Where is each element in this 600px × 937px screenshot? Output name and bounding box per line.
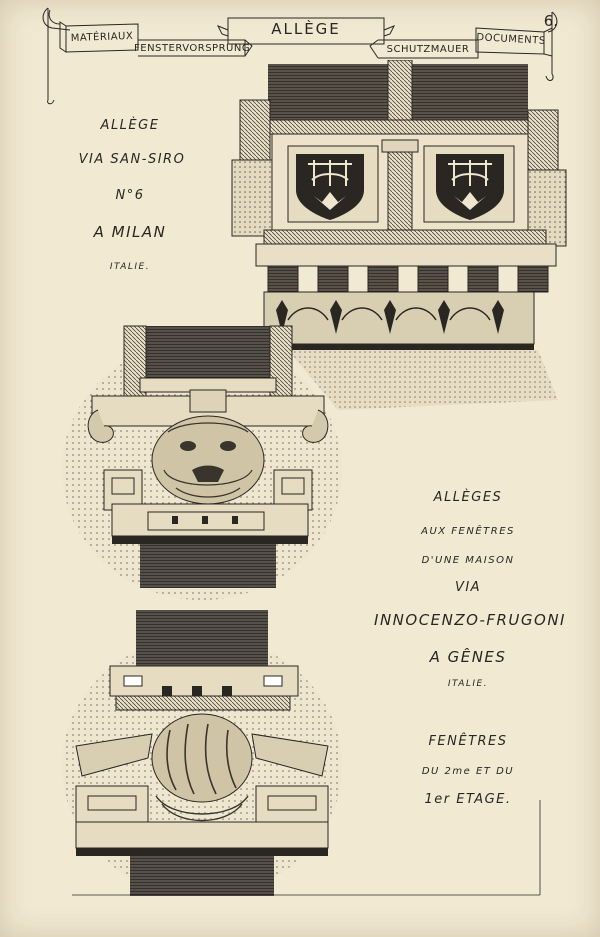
genes-caption-title: ALLÈGES	[433, 490, 503, 505]
floors-caption-first: 1er ETAGE.	[424, 792, 512, 807]
floors-caption-second: DU 2me ET DU	[421, 766, 515, 777]
genes-caption-country: ITALIE.	[447, 679, 489, 689]
milan-caption-city: A MILAN	[93, 223, 167, 241]
milan-sill-illustration	[231, 60, 567, 410]
genes-caption-windows: AUX FENÊTRES	[421, 526, 515, 537]
milan-caption-country: ITALIE.	[109, 262, 151, 272]
header-title: ALLÈGE	[271, 20, 341, 38]
page-number: 6.	[543, 12, 558, 30]
milan-caption-title: ALLÈGE	[100, 118, 160, 133]
genes-caption-house: D'UNE MAISON	[421, 555, 515, 566]
floors-caption-title: FENÊTRES	[428, 734, 508, 749]
milan-caption-street: VIA SAN-SIRO	[78, 152, 186, 167]
genes-caption-city: A GÊNES	[429, 648, 507, 666]
claw-corbel-illustration	[62, 610, 342, 896]
header-right-subtitle: SCHUTZMAUER	[386, 44, 470, 55]
header-left-subtitle: FENSTERVORSPRUNG	[134, 43, 251, 54]
milan-caption-number: N°6	[115, 188, 145, 203]
header-cartouche	[42, 7, 558, 105]
genes-caption-via: VIA	[454, 580, 482, 595]
lion-mask-corbel-illustration	[62, 325, 342, 600]
genes-caption-street: INNOCENZO-FRUGONI	[374, 611, 566, 629]
